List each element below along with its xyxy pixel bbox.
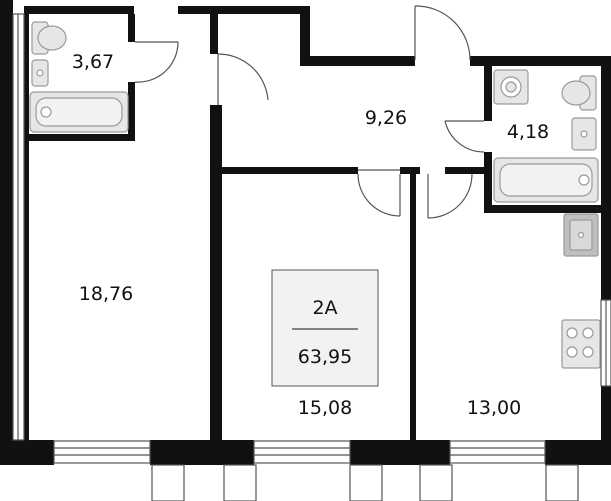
room-labels: 3,67 9,26 4,18 18,76 15,08 13,00	[72, 51, 549, 419]
wall-divider-right	[410, 170, 416, 440]
wall-bath-left-right	[128, 14, 135, 42]
windows	[12, 13, 611, 501]
wall-left-outer	[0, 0, 13, 465]
doors	[134, 5, 485, 219]
wall-top-middle	[210, 6, 305, 14]
wall-step-horizontal	[300, 56, 415, 66]
wall-step-vertical	[300, 6, 310, 66]
toilet-left-icon	[31, 21, 67, 55]
walls	[0, 0, 611, 465]
door-bathroom-right	[444, 120, 485, 153]
hallway-area: 9,26	[365, 107, 407, 129]
bedroom-left-area: 18,76	[79, 283, 133, 305]
apartment-badge: 2A 63,95	[271, 269, 379, 387]
window-right	[449, 440, 546, 464]
bathroom-right-area: 4,18	[507, 121, 549, 143]
bathroom-left-area: 3,67	[72, 51, 114, 73]
wall-bottom-2	[150, 440, 254, 465]
bedroom-center-area: 15,08	[298, 397, 352, 419]
interior-walls	[24, 14, 611, 440]
badge-frame	[271, 269, 379, 387]
window-sill-2	[223, 464, 257, 501]
toilet-right-icon	[561, 75, 597, 111]
bathtub-right-icon	[493, 157, 599, 203]
wall-bath-right-left	[484, 56, 492, 121]
sink-left-icon	[31, 59, 49, 87]
apartment-total-area: 63,95	[298, 346, 352, 368]
wall-bath-right-bottom	[484, 205, 611, 213]
wall-divider-left-2	[210, 105, 222, 440]
window-sill-3	[349, 464, 383, 501]
window-sill-1	[151, 464, 185, 501]
door-bedroom-center	[357, 169, 401, 217]
wall-top-left	[24, 6, 134, 14]
wall-bath-left-right-low	[128, 82, 135, 141]
door-bathroom-left	[134, 41, 179, 83]
apartment-type: 2A	[312, 297, 337, 319]
kitchen-area: 13,00	[467, 397, 521, 419]
wall-right-lower	[601, 386, 611, 465]
wall-bath-left-bottom	[24, 134, 134, 141]
bathtub-left-icon	[29, 91, 129, 133]
door-kitchen	[427, 173, 473, 219]
stove-icon	[561, 319, 601, 369]
window-sill-4	[419, 464, 453, 501]
door-bedroom-left	[217, 53, 269, 105]
wall-right-outer	[601, 56, 611, 376]
kitchen-sink-icon	[563, 213, 599, 257]
wall-divider-left	[210, 14, 218, 54]
wall-left-inner	[24, 6, 29, 465]
sink-right-icon	[571, 117, 597, 151]
washing-machine-icon	[493, 69, 529, 105]
window-sill-5	[545, 464, 579, 501]
wall-bottom-4	[545, 440, 611, 465]
window-left	[53, 440, 151, 464]
wall-bottom-left-block	[0, 440, 54, 465]
door-entrance	[414, 5, 471, 61]
wall-top-right	[470, 56, 611, 66]
fixtures	[29, 21, 601, 369]
wall-bath-right-left-low	[484, 152, 492, 210]
wall-bottom-3	[350, 440, 450, 465]
wall-bath-right-bottom-stub	[445, 167, 492, 174]
wall-top-left-2	[178, 6, 218, 14]
window-center	[253, 440, 351, 464]
wall-corridor-bottom	[222, 167, 358, 174]
